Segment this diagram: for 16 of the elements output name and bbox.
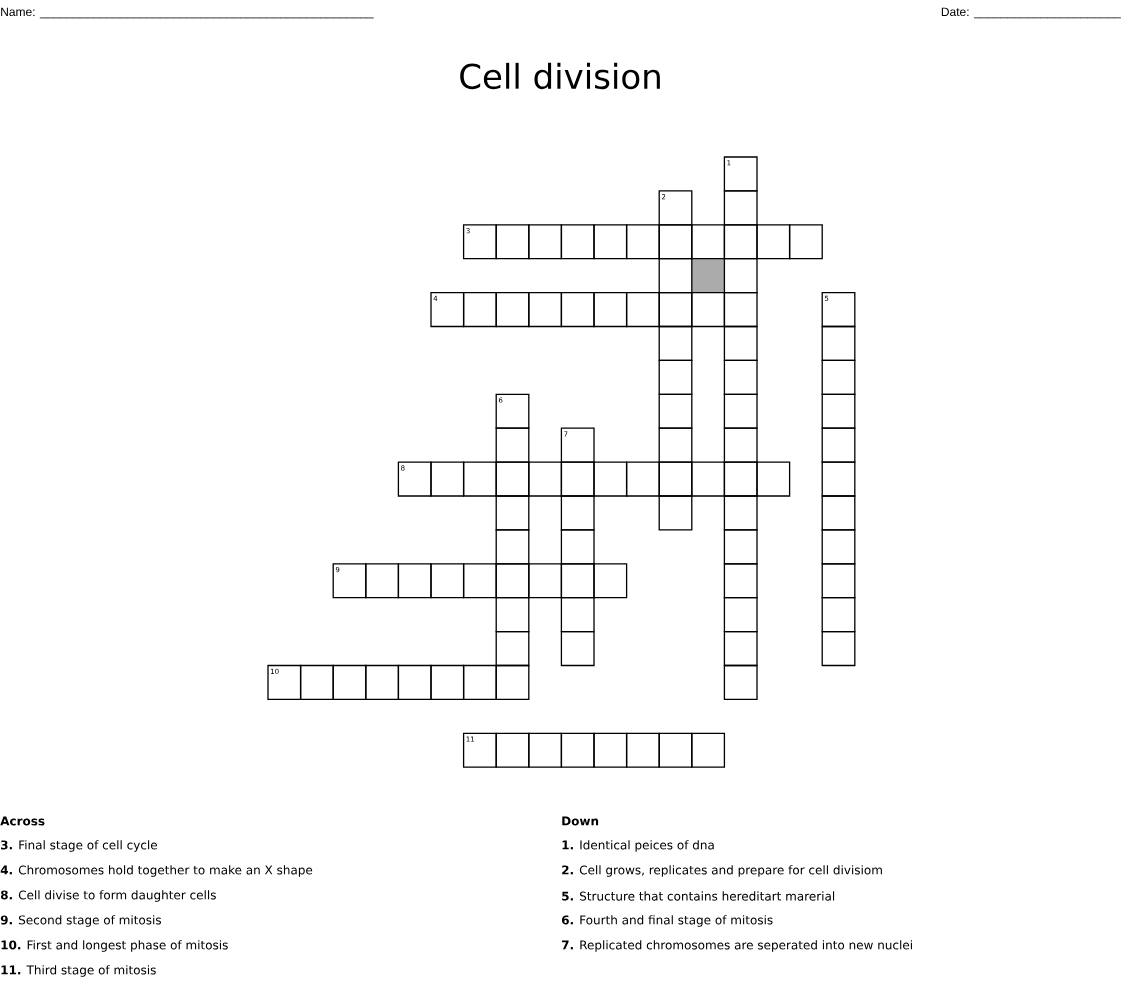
title: Cell division [460,62,660,90]
clue-text: 8. Cell divise to form daughter cells [0,890,216,902]
section-heading: Across [0,816,45,826]
clue-text: 5. Structure that contains hereditart marerial [562,891,835,901]
clue-text: 6. Fourth and final stage of mitosis [561,915,773,927]
clue-text: 10. First and longest phase of mitosis [1,940,228,952]
name-field: Name: __________________________________________________ [1,7,374,19]
clue-text: 7. Replicated chromosomes are seperated into new nuclei [562,940,912,952]
section-heading: Down [562,816,599,826]
clue-text: 11. Third stage of mitosis [1,965,156,977]
clue-text: 4. Chromosomes hold together to make an X shape [0,865,313,877]
clue-text: 3. Final stage of cell cycle [1,840,157,852]
clue-text: 2. Cell grows, replicates and prepare for cell divisiom [562,865,882,877]
date-field: Date: ______________________ [941,7,1121,19]
clue-text: 1. Identical peices of dna [562,840,714,852]
clue-text: 9. Second stage of mitosis [0,915,161,927]
